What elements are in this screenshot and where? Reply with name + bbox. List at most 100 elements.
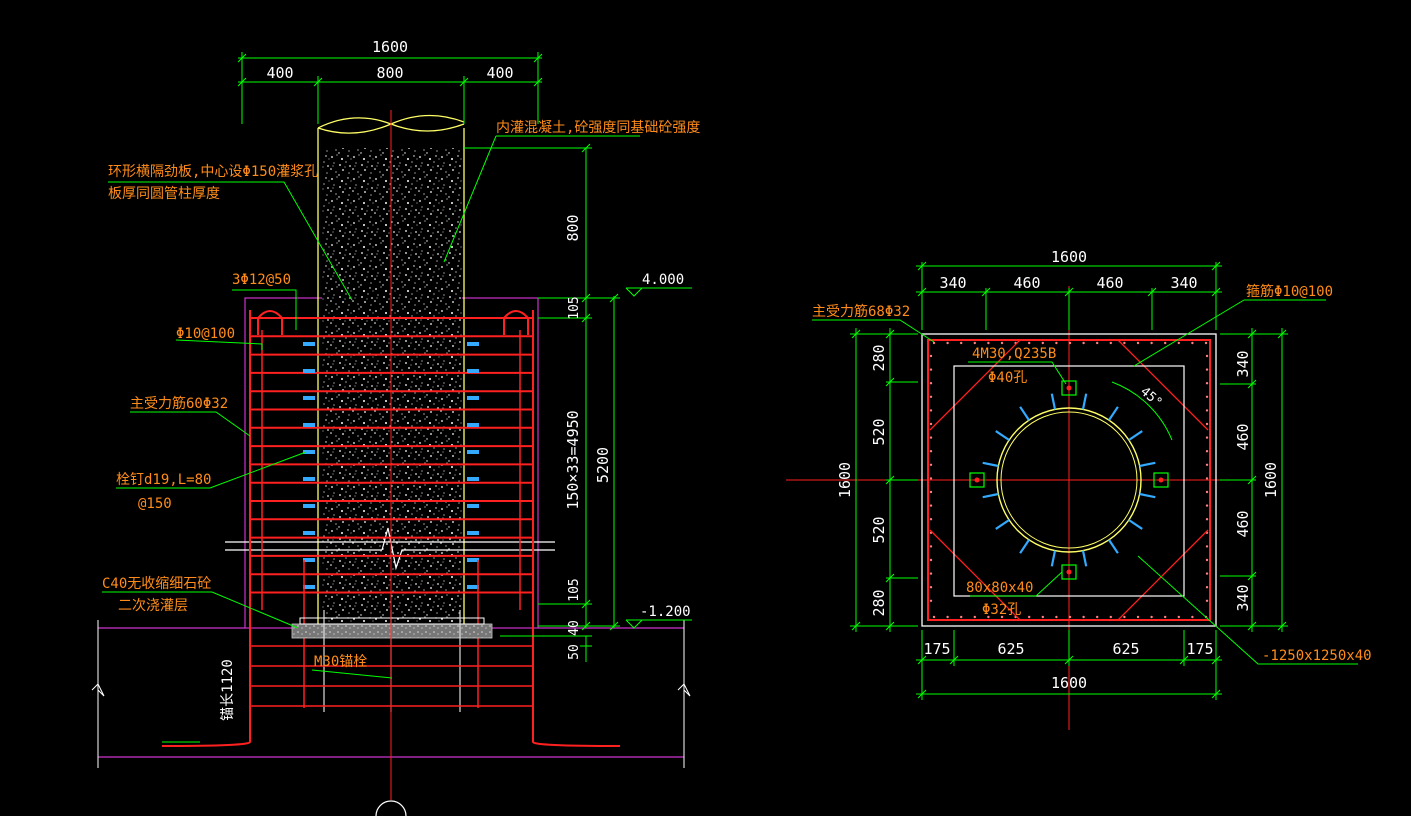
foundation-outline [921,333,1217,627]
dim-section-5200: 5200 [594,447,612,483]
diagonal-ties [929,339,1209,621]
plan-bottom-dimensions [916,630,1222,700]
rebar-dot [1041,341,1045,345]
plan-stud [1050,393,1057,410]
plan-left-dimensions [850,328,918,632]
rebar-dots [929,341,1209,619]
plan-leaders [812,299,1358,665]
plan-stud [982,461,999,468]
note-grout-2: 二次浇灌层 [118,598,188,614]
stud-right [467,423,479,427]
rebar-dot [929,518,933,521]
note-stirrup: Φ10@100 [176,326,235,342]
rebar-dot [1164,615,1167,619]
rebar-dot [1204,341,1208,345]
rebar-dot [929,354,933,358]
stud-right [467,585,479,589]
elevation-top: 4.000 [642,272,684,288]
rebar-dot [1164,341,1167,345]
concrete-infill [322,148,462,626]
plan-stud [1081,393,1088,410]
plan-stud [1019,406,1030,421]
rebar-dot [929,436,933,439]
note-plan-washer-2: Φ32孔 [982,602,1021,618]
section-top-dimensions [237,52,543,124]
rebar-dot [1205,450,1209,453]
rebar-dot [929,558,933,562]
note-main-bars: 主受力筋60Φ32 [130,395,228,412]
rebar-dot [1123,615,1126,619]
rebar-dot [929,572,933,575]
grout-layer [291,623,493,639]
dim-plan-right-a: 340 [1234,350,1252,377]
rebar-dot [1205,409,1209,412]
rebar-dot [973,615,976,619]
dim-section-top-total: 1600 [372,38,408,56]
rebar-dot [1205,599,1209,602]
rebar-dot [1191,341,1194,345]
rebar-dot [1096,341,1099,345]
rebar-outline [927,339,1211,621]
dim-plan-top-a: 340 [939,274,966,292]
rebar-dot [929,545,933,548]
dim-plan-left-c: 520 [870,516,888,543]
rebar-dot [929,368,933,371]
dim-section-top-mid: 800 [376,64,403,82]
stud-right [467,558,479,562]
plan-base-plate [953,365,1185,597]
rebar-dot [929,504,933,507]
rebar-dot [929,422,933,426]
rebar-dot [1205,368,1209,371]
note-diaphragm-1: 环形横隔劲板,中心设Φ150灌浆孔 [108,164,318,180]
plan-right-dimensions [1220,328,1288,632]
rebar-dot [1000,341,1004,345]
section-right-dimensions [464,143,620,662]
dim-plan-left-a: 280 [870,344,888,371]
break-line [225,527,555,571]
rebar-dot [1096,615,1099,619]
dim-plan-bottom-d: 175 [1186,640,1213,658]
plan-stud [1128,430,1143,441]
angle-arc [1111,381,1173,441]
dim-section-40: 40 [567,620,582,636]
dim-section-4950: 150×33=4950 [564,410,582,509]
dim-plan-right-c: 460 [1234,510,1252,537]
rebar-dot [1123,341,1126,345]
rebar-dot [973,341,976,345]
bolt-holes [974,385,1164,575]
rebar-dot [1205,490,1209,494]
stud-right [467,531,479,535]
section-leaders [102,135,640,743]
stud-right [467,342,479,346]
elevation-mark-top [625,287,692,297]
dim-section-top-left: 400 [266,64,293,82]
note-stud-2: @150 [138,496,172,512]
cut-lines [91,620,691,768]
rebar-dot [1055,615,1058,619]
dim-plan-top-total: 1600 [1051,248,1087,266]
rebar-dot [929,490,933,494]
note-stud-1: 栓钉d19,L=80 [116,472,211,488]
dim-plan-bottom-b: 625 [997,640,1024,658]
rebar-dot [932,615,936,619]
rebar-dot [1177,341,1181,345]
rebar-dot [1150,615,1153,619]
note-plan-bolts-1: 4M30,Q235B [972,346,1056,362]
stud-left [303,531,315,535]
stud-left [303,504,315,508]
stud-left [303,477,315,481]
stud-left [303,558,315,562]
stud-right [467,450,479,454]
plan-stud [995,430,1010,441]
rebar-dot [1205,477,1209,480]
rebar-dot [1177,615,1181,619]
plan-stud [1108,539,1119,554]
stud-right [467,504,479,508]
elevation-mark-bottom [625,619,692,629]
dim-section-50: 50 [567,644,582,660]
rebar-dot [1205,504,1209,507]
rebar-dot [1068,615,1072,619]
rebar-dot [1205,436,1209,439]
note-plan-bolts-2: Φ40孔 [988,370,1027,386]
